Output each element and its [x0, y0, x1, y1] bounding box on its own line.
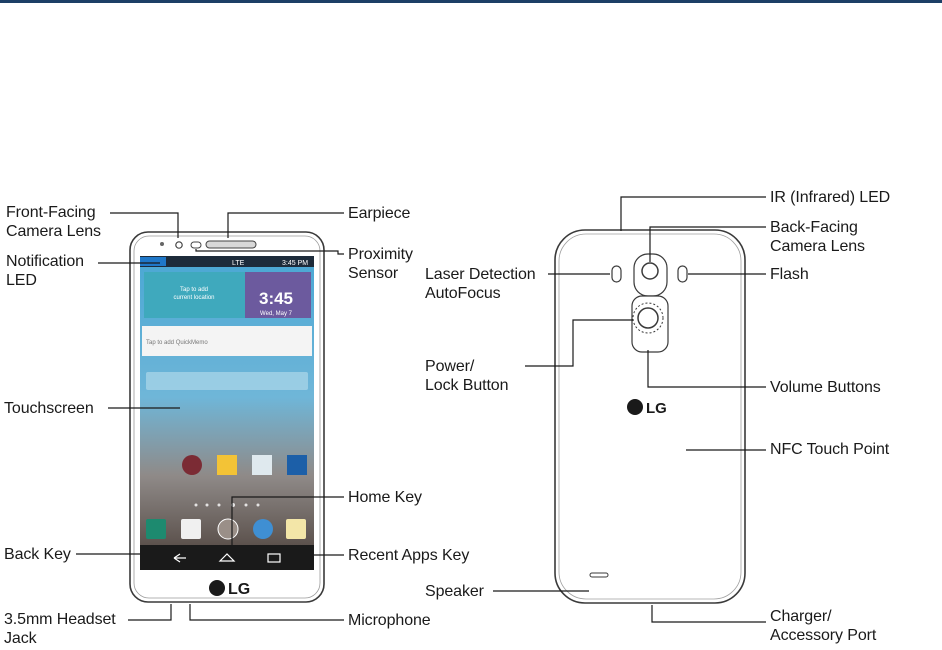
notification-led-icon	[160, 242, 164, 246]
svg-text:current location: current location	[173, 295, 214, 301]
label-back-facing-camera-lens: Back-Facing Camera Lens	[770, 219, 865, 255]
play-store-icon	[252, 455, 272, 475]
clock-widget	[245, 272, 311, 318]
search-bar	[146, 372, 308, 390]
label-proximity-sensor: Proximity Sensor	[348, 246, 413, 282]
label-flash: Flash	[770, 266, 809, 283]
label-front-facing-camera-lens: Front-Facing Camera Lens	[6, 204, 101, 240]
clock-date: Wed, May 7	[260, 311, 293, 317]
back-camera-lens-icon	[641, 262, 659, 280]
weather-widget	[144, 272, 245, 318]
front-brand: LG	[228, 581, 250, 598]
front-phone: LTE 3:45 PM Tap to add current location …	[129, 231, 325, 603]
speaker-grille-icon	[589, 572, 609, 578]
label-nfc-touch-point: NFC Touch Point	[770, 441, 890, 458]
back-lg-logo-icon	[627, 399, 643, 415]
apps-icon	[217, 518, 239, 540]
camera-icon	[181, 519, 201, 539]
gallery-icon	[182, 455, 202, 475]
leader-lines	[76, 196, 766, 623]
front-camera-lens-icon	[175, 241, 183, 249]
back-key-icon	[173, 553, 186, 563]
label-notification-led: Notification LED	[6, 253, 84, 289]
voicemail-icon	[287, 455, 307, 475]
recent-apps-key-icon	[267, 553, 281, 563]
quickmemo-bar	[142, 326, 312, 356]
status-time: 3:45 PM	[282, 260, 308, 267]
home-key-icon	[218, 553, 236, 562]
label-touchscreen: Touchscreen	[4, 400, 94, 417]
messaging-icon	[286, 519, 306, 539]
label-speaker: Speaker	[425, 583, 484, 600]
flash-icon	[677, 265, 688, 283]
earpiece-icon	[205, 240, 257, 249]
navigation-bar	[140, 545, 314, 570]
header-bar	[0, 0, 942, 3]
label-back-key: Back Key	[4, 546, 71, 563]
label-charger-accessory-port: Charger/ Accessory Port	[770, 608, 877, 644]
back-phone: LG	[554, 229, 746, 604]
quickmemo-hint: Tap to add QuickMemo	[146, 340, 208, 346]
label-home-key: Home Key	[348, 489, 422, 506]
back-brand: LG	[646, 400, 667, 417]
label-microphone: Microphone	[348, 612, 431, 629]
label-earpiece: Earpiece	[348, 205, 411, 222]
clock-time: 3:45	[259, 289, 293, 308]
phone-icon	[146, 519, 166, 539]
svg-text:Tap to add: Tap to add	[180, 287, 208, 293]
label-power-lock-button: Power/ Lock Button	[425, 358, 509, 394]
label-headset-jack: 3.5mm Headset Jack	[4, 611, 116, 647]
label-recent-apps-key: Recent Apps Key	[348, 547, 470, 564]
label-laser-detection-autofocus: Laser Detection AutoFocus	[425, 266, 536, 302]
proximity-sensor-icon	[190, 241, 202, 249]
label-ir-led: IR (Infrared) LED	[770, 189, 891, 206]
browser-icon	[253, 519, 273, 539]
status-network: LTE	[232, 260, 245, 267]
email-icon	[217, 455, 237, 475]
laser-detection-icon	[611, 265, 622, 283]
label-volume-buttons: Volume Buttons	[770, 379, 881, 396]
lg-logo-icon	[209, 580, 225, 596]
power-lock-button-icon	[637, 307, 659, 329]
